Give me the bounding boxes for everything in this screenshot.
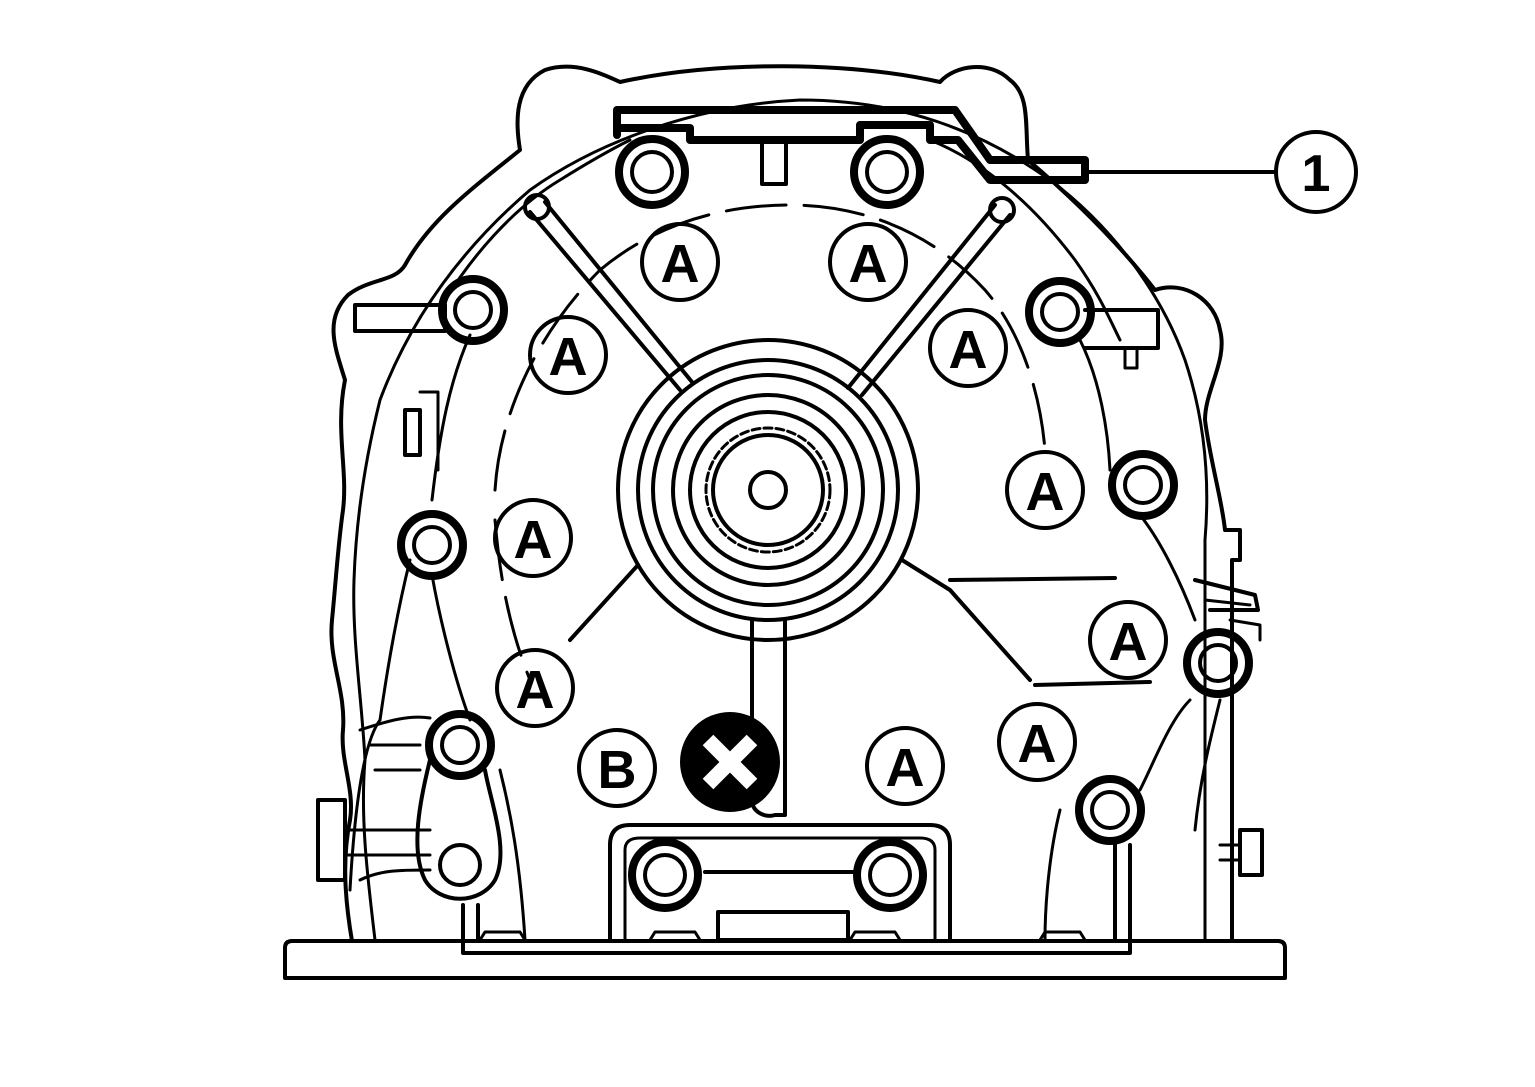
frame-rail xyxy=(461,843,1132,955)
a-labels: A A A A A A A A A A xyxy=(493,222,1168,806)
bolt xyxy=(1183,628,1253,698)
bolt xyxy=(628,838,702,912)
bottom-bracket xyxy=(478,823,1087,942)
svg-text:B: B xyxy=(598,740,637,800)
top-bracket xyxy=(613,106,1089,186)
x-mark-icon xyxy=(680,712,780,812)
callout-number: 1 xyxy=(1302,145,1331,203)
label-a: A xyxy=(1005,450,1085,530)
bolt xyxy=(397,510,467,580)
svg-text:A: A xyxy=(549,327,588,387)
bolt xyxy=(615,135,689,209)
label-a: A xyxy=(640,222,720,302)
svg-text:A: A xyxy=(849,234,888,294)
center-hub xyxy=(616,338,920,818)
label-a: A xyxy=(828,222,908,302)
label-b: B xyxy=(577,728,657,808)
label-a: A xyxy=(493,498,573,578)
bolt xyxy=(1025,277,1095,347)
svg-text:A: A xyxy=(949,320,988,380)
bolt xyxy=(1075,775,1145,845)
base-plate xyxy=(283,939,1287,980)
label-a: A xyxy=(865,726,945,806)
bolt xyxy=(850,135,924,209)
callout-1: 1 xyxy=(1086,130,1358,214)
bolt xyxy=(425,710,495,780)
label-a: A xyxy=(528,315,608,395)
bolt xyxy=(853,838,927,912)
bolt-set xyxy=(397,135,1253,912)
svg-text:A: A xyxy=(661,234,700,294)
housing-outline xyxy=(329,64,1242,943)
cover-inner-arc xyxy=(493,203,1047,682)
v-braces xyxy=(523,193,1152,687)
lower-left-bracket xyxy=(348,558,503,901)
svg-text:A: A xyxy=(1018,714,1057,774)
svg-text:A: A xyxy=(1026,462,1065,522)
label-a: A xyxy=(928,308,1008,388)
label-a: A xyxy=(1088,600,1168,680)
svg-text:A: A xyxy=(514,510,553,570)
svg-text:A: A xyxy=(886,738,925,798)
svg-text:A: A xyxy=(1109,612,1148,672)
label-a: A xyxy=(495,648,575,728)
label-a: A xyxy=(997,702,1077,782)
bolt xyxy=(1108,450,1178,520)
svg-text:A: A xyxy=(516,660,555,720)
bolt xyxy=(438,275,508,345)
